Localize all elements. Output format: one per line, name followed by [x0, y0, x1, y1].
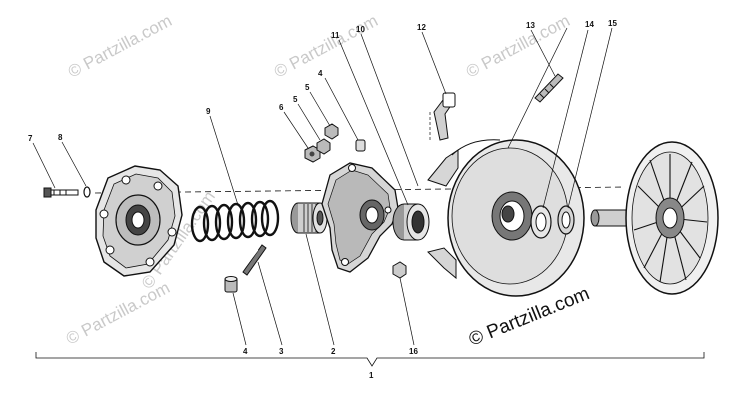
callout-13: 13: [526, 21, 535, 30]
spider-10: [321, 162, 399, 273]
callout-4a: 4: [318, 69, 323, 78]
callout-14: 14: [585, 20, 594, 29]
bracket-12: [429, 92, 456, 141]
bolt-4: [355, 139, 366, 152]
spring-9: [190, 199, 280, 243]
drive-sheave: [427, 139, 585, 297]
callout-16: 16: [409, 347, 418, 356]
bolt-7: [43, 187, 79, 198]
nut-5b: [324, 123, 339, 140]
watermark-top-center: © Partzilla.com: [271, 11, 381, 82]
pin-3: [242, 244, 267, 276]
callout-10: 10: [356, 25, 365, 34]
callout-5a: 5: [293, 95, 298, 104]
cap-4: [224, 276, 238, 293]
watermark-top-left: © Partzilla.com: [65, 11, 175, 82]
pin-13: [534, 73, 564, 103]
callout-labels: 7 8 9 6 5 5 4 11 10 12 13 14 15 4 3 2 16…: [28, 19, 617, 380]
callout-3: 3: [279, 347, 284, 356]
callout-1: 1: [369, 371, 374, 380]
callout-15: 15: [608, 19, 617, 28]
cover-plate: [95, 165, 183, 277]
ring-14: [530, 205, 552, 239]
callout-4b: 4: [243, 347, 248, 356]
washer-15: [557, 205, 575, 235]
callout-12: 12: [417, 23, 426, 32]
callout-7: 7: [28, 134, 33, 143]
bushing-11: [392, 203, 430, 241]
watermark-bottom-left: © Partzilla.com: [63, 278, 173, 349]
washer-8: [83, 186, 91, 198]
callout-6: 6: [279, 103, 284, 112]
driven-sheave: [590, 141, 719, 295]
callout-9: 9: [206, 107, 211, 116]
nut-16: [392, 261, 407, 279]
watermark-top-right: © Partzilla.com: [463, 11, 573, 82]
assembly-bracket: [35, 352, 705, 367]
leader-lines: [32, 27, 613, 346]
sleeve-2: [290, 202, 328, 234]
nut-6: [304, 145, 321, 163]
callout-2: 2: [331, 347, 336, 356]
nut-5a: [316, 138, 331, 155]
callout-8: 8: [58, 133, 63, 142]
callout-11: 11: [331, 31, 340, 40]
callout-5b: 5: [305, 83, 310, 92]
